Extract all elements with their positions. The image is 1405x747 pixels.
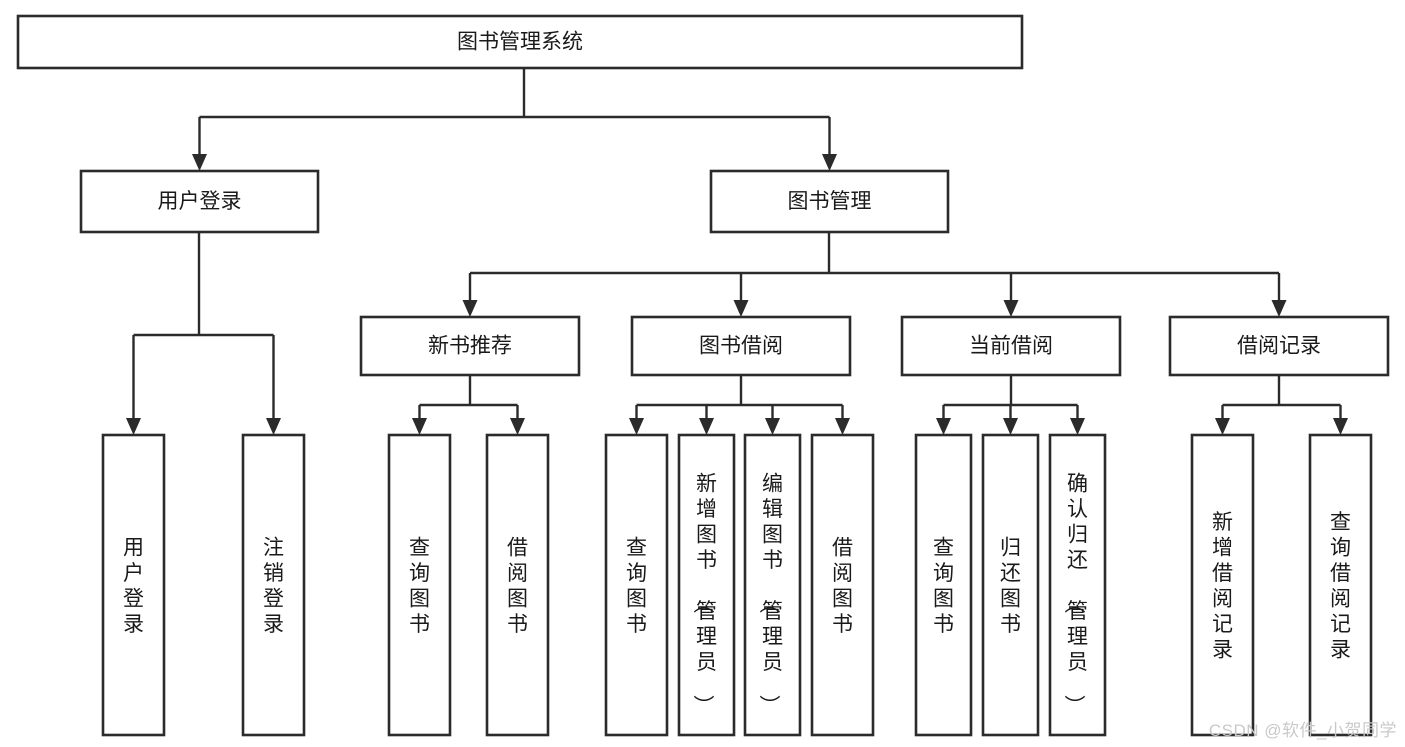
node-box-leaf-add-record[interactable] xyxy=(1190,433,1255,737)
arrow-head-icon xyxy=(1333,418,1348,435)
node-box-leaf-edit-book[interactable] xyxy=(743,433,802,737)
node-box-leaf-query-book-2[interactable] xyxy=(604,433,669,737)
node-record[interactable]: 借阅记录 xyxy=(1168,315,1390,377)
arrow-head-icon xyxy=(510,418,525,435)
arrow-head-icon xyxy=(1003,300,1019,317)
node-box-newbook[interactable] xyxy=(359,315,581,377)
node-label-leaf-borrow-book-2: 借阅图书 xyxy=(832,536,853,636)
node-leaf-query-book-1[interactable]: 查询图书 xyxy=(387,433,452,737)
connector-root xyxy=(192,68,837,171)
arrow-head-icon xyxy=(822,154,837,171)
node-label-root: 图书管理系统 xyxy=(457,31,583,54)
node-box-leaf-query-book-3[interactable] xyxy=(914,433,973,737)
connector-login xyxy=(126,232,281,435)
node-label-leaf-user-login: 用户登录 xyxy=(123,536,144,636)
arrow-head-icon xyxy=(699,418,714,435)
node-box-leaf-confirm-return[interactable] xyxy=(1048,433,1107,737)
node-leaf-query-book-3[interactable]: 查询图书 xyxy=(914,433,973,737)
node-root[interactable]: 图书管理系统 xyxy=(16,14,1024,70)
node-login[interactable]: 用户登录 xyxy=(79,169,320,234)
connector-newbook xyxy=(412,375,525,435)
node-label-leaf-logout: 注销登录 xyxy=(263,536,284,636)
node-label-leaf-query-book-2: 查询图书 xyxy=(626,536,647,636)
node-box-leaf-borrow-book-2[interactable] xyxy=(810,433,875,737)
node-label-borrow: 图书借阅 xyxy=(699,335,783,358)
connector-borrow xyxy=(629,375,850,435)
arrow-head-icon xyxy=(126,418,141,435)
connector-record xyxy=(1215,375,1348,435)
node-box-leaf-add-book[interactable] xyxy=(677,433,736,737)
node-leaf-return-book[interactable]: 归还图书 xyxy=(981,433,1040,737)
node-box-leaf-borrow-book-1[interactable] xyxy=(485,433,550,737)
node-bookmgmt[interactable]: 图书管理 xyxy=(709,169,950,234)
connector-current xyxy=(936,375,1085,435)
arrow-head-icon xyxy=(1215,418,1230,435)
node-leaf-user-login[interactable]: 用户登录 xyxy=(101,433,166,737)
node-box-leaf-return-book[interactable] xyxy=(981,433,1040,737)
node-leaf-edit-book[interactable]: 编辑图书（管理员） xyxy=(743,433,802,737)
node-box-leaf-query-record[interactable] xyxy=(1308,433,1373,737)
node-label-leaf-edit-book: 编辑图书（管理员） xyxy=(757,473,783,716)
connector-layer xyxy=(126,68,1348,435)
node-label-login: 用户登录 xyxy=(158,190,242,213)
node-label-record: 借阅记录 xyxy=(1237,335,1321,358)
node-leaf-borrow-book-2[interactable]: 借阅图书 xyxy=(810,433,875,737)
node-label-leaf-return-book: 归还图书 xyxy=(1000,536,1021,636)
node-label-leaf-query-book-3: 查询图书 xyxy=(933,536,954,636)
node-box-leaf-user-login[interactable] xyxy=(101,433,166,737)
node-box-record[interactable] xyxy=(1168,315,1390,377)
node-label-current: 当前借阅 xyxy=(969,335,1053,358)
node-label-leaf-borrow-book-1: 借阅图书 xyxy=(507,536,528,636)
arrow-head-icon xyxy=(765,418,780,435)
node-current[interactable]: 当前借阅 xyxy=(900,315,1122,377)
node-box-leaf-logout[interactable] xyxy=(241,433,306,737)
arrow-head-icon xyxy=(266,418,281,435)
arrow-head-icon xyxy=(1070,418,1085,435)
watermark-text: CSDN @软件_小贺同学 xyxy=(1208,721,1397,740)
node-box-root[interactable] xyxy=(16,14,1024,70)
node-label-leaf-add-book: 新增图书（管理员） xyxy=(691,473,717,716)
arrow-head-icon xyxy=(629,418,644,435)
node-leaf-logout[interactable]: 注销登录 xyxy=(241,433,306,737)
node-leaf-query-record[interactable]: 查询借阅记录 xyxy=(1308,433,1373,737)
arrow-head-icon xyxy=(462,300,478,317)
node-label-newbook: 新书推荐 xyxy=(428,335,512,358)
node-label-bookmgmt: 图书管理 xyxy=(788,190,872,213)
node-leaf-add-record[interactable]: 新增借阅记录 xyxy=(1190,433,1255,737)
node-leaf-add-book[interactable]: 新增图书（管理员） xyxy=(677,433,736,737)
node-leaf-query-book-2[interactable]: 查询图书 xyxy=(604,433,669,737)
node-box-login[interactable] xyxy=(79,169,320,234)
arrow-head-icon xyxy=(733,300,749,317)
node-label-leaf-query-record: 查询借阅记录 xyxy=(1330,511,1351,662)
node-label-leaf-confirm-return: 确认归还（管理员） xyxy=(1062,473,1088,716)
arrow-head-icon xyxy=(1003,418,1018,435)
node-box-current[interactable] xyxy=(900,315,1122,377)
node-leaf-borrow-book-1[interactable]: 借阅图书 xyxy=(485,433,550,737)
node-leaf-confirm-return[interactable]: 确认归还（管理员） xyxy=(1048,433,1107,737)
node-box-leaf-query-book-1[interactable] xyxy=(387,433,452,737)
arrow-head-icon xyxy=(1271,300,1287,317)
connector-bookmgmt xyxy=(462,232,1287,317)
node-layer: 图书管理系统用户登录图书管理新书推荐图书借阅当前借阅借阅记录用户登录注销登录查询… xyxy=(16,14,1390,737)
arrow-head-icon xyxy=(192,154,207,171)
node-borrow[interactable]: 图书借阅 xyxy=(630,315,852,377)
node-box-bookmgmt[interactable] xyxy=(709,169,950,234)
arrow-head-icon xyxy=(936,418,951,435)
arrow-head-icon xyxy=(412,418,427,435)
node-label-leaf-add-record: 新增借阅记录 xyxy=(1212,511,1233,662)
arrow-head-icon xyxy=(835,418,850,435)
node-label-leaf-query-book-1: 查询图书 xyxy=(409,536,430,636)
node-newbook[interactable]: 新书推荐 xyxy=(359,315,581,377)
node-box-borrow[interactable] xyxy=(630,315,852,377)
